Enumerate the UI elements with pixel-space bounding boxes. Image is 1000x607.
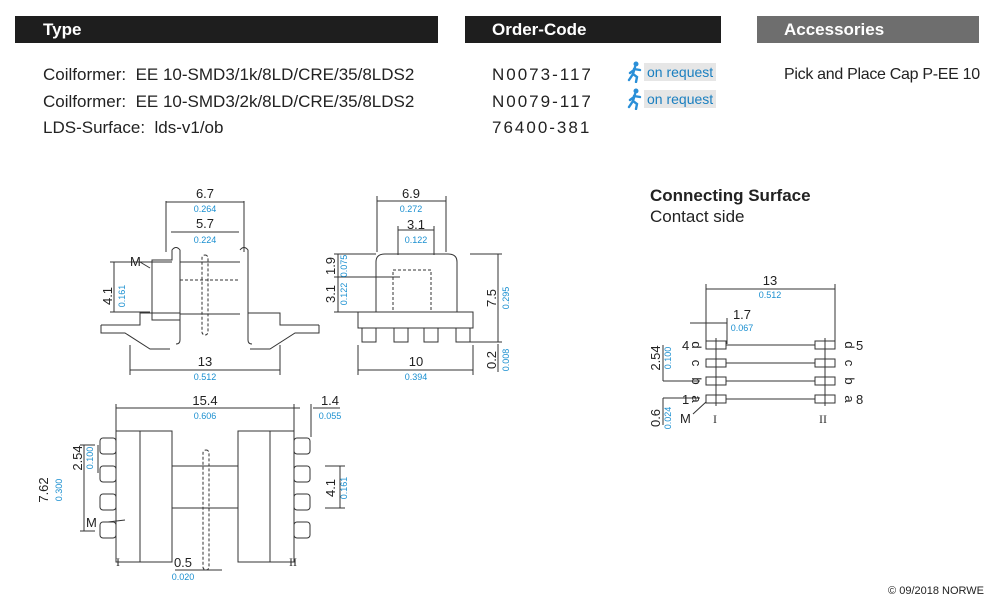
cs-label-a-right: a: [842, 395, 857, 403]
accessories-header-label: Accessories: [784, 20, 885, 39]
front-dim-10-inch: 0.394: [405, 372, 428, 382]
top-dim-7-62-inch: 0.300: [54, 479, 64, 502]
cs-dim-13: 13: [763, 273, 777, 288]
top-dim-0-5: 0.5: [174, 555, 192, 570]
front-dim-6-9-inch: 0.272: [400, 204, 423, 214]
cs-label-4: 4: [682, 338, 689, 353]
top-view-drawing: [80, 404, 345, 571]
top-dim-1-4: 1.4: [321, 393, 339, 408]
top-dim-4-1-inch: 0.161: [339, 477, 349, 500]
side-dim-6-7: 6.7: [196, 186, 214, 201]
order-code-3: 76400-381: [492, 118, 592, 137]
front-dim-3-1-top-inch: 0.122: [405, 235, 428, 245]
front-dim-0-2-inch: 0.008: [501, 349, 511, 372]
cs-dim-2-54-inch: 0.100: [663, 347, 673, 370]
running-person-icon: [627, 88, 642, 110]
cs-dim-2-54: 2.54: [648, 345, 663, 370]
side-dim-13: 13: [198, 354, 212, 369]
order-code-2: N0079-117: [492, 92, 593, 111]
top-dim-7-62: 7.62: [36, 477, 51, 502]
order-code-header: Order-Code: [465, 16, 721, 43]
front-dim-3-1-top: 3.1: [407, 217, 425, 232]
product-type-3: LDS-Surface: lds-v1/ob: [43, 118, 224, 137]
cs-label-a-left: a: [689, 395, 704, 403]
connecting-surface-title: Connecting Surface: [650, 186, 811, 205]
front-dim-0-2: 0.2: [484, 351, 499, 369]
cs-dim-13-inch: 0.512: [759, 290, 782, 300]
cs-dim-1-7: 1.7: [733, 307, 751, 322]
connecting-surface-drawing: [662, 284, 836, 425]
front-dim-1-9: 1.9: [323, 257, 338, 275]
side-dim-5-7: 5.7: [196, 216, 214, 231]
top-side-label-1: I: [116, 555, 120, 569]
cs-dim-0-6-inch: 0.024: [663, 407, 673, 430]
cs-label-b-right: b: [842, 377, 857, 384]
on-request-label-1: on request: [644, 63, 717, 81]
top-dim-2-54-inch: 0.100: [85, 447, 95, 470]
connecting-surface-subtitle: Contact side: [650, 207, 745, 226]
cs-label-1: 1: [682, 392, 689, 407]
cs-label-d-right: d: [842, 341, 857, 348]
front-dim-3-1-side-inch: 0.122: [339, 283, 349, 306]
cs-dim-0-6: 0.6: [648, 409, 663, 427]
side-dim-13-inch: 0.512: [194, 372, 217, 382]
on-request-link-1[interactable]: on request: [626, 61, 717, 83]
cs-label-5: 5: [856, 338, 863, 353]
cs-side-label-1: I: [713, 412, 717, 426]
front-dim-6-9: 6.9: [402, 186, 420, 201]
type-header: Type: [15, 16, 438, 43]
top-dim-15-4: 15.4: [192, 393, 217, 408]
cs-label-8: 8: [856, 392, 863, 407]
accessory-item[interactable]: Pick and Place Cap P-EE 10: [784, 66, 980, 83]
front-dim-3-1-side: 3.1: [323, 285, 338, 303]
order-code-1: N0073-117: [492, 65, 593, 84]
order-code-header-label: Order-Code: [492, 20, 587, 39]
side-dim-5-7-inch: 0.224: [194, 235, 217, 245]
front-dim-1-9-inch: 0.075: [339, 255, 349, 278]
side-marker-m: M: [130, 254, 141, 269]
on-request-link-2[interactable]: on request: [626, 88, 717, 110]
cs-marker-m: M: [680, 411, 691, 426]
top-side-label-2: II: [289, 555, 297, 569]
front-dim-7-5: 7.5: [484, 289, 499, 307]
cs-side-label-2: II: [819, 412, 827, 426]
side-dim-4-1: 4.1: [100, 287, 115, 305]
cs-label-d-left: d: [689, 341, 704, 348]
running-person-icon: [627, 61, 642, 83]
cs-label-b-left: b: [689, 377, 704, 384]
accessories-header: Accessories: [757, 16, 979, 43]
top-dim-4-1: 4.1: [323, 479, 338, 497]
product-type-2: Coilformer: EE 10-SMD3/2k/8LD/CRE/35/8LD…: [43, 92, 415, 111]
side-view-drawing: [100, 201, 320, 375]
front-dim-7-5-inch: 0.295: [501, 287, 511, 310]
side-dim-6-7-inch: 0.264: [194, 204, 217, 214]
top-dim-2-54: 2.54: [70, 445, 85, 470]
product-type-1: Coilformer: EE 10-SMD3/1k/8LD/CRE/35/8LD…: [43, 65, 415, 84]
cs-label-c-left: c: [689, 360, 704, 367]
top-dim-15-4-inch: 0.606: [194, 411, 217, 421]
side-dim-4-1-inch: 0.161: [117, 285, 127, 308]
front-view-drawing: [334, 196, 502, 375]
cs-label-c-right: c: [842, 360, 857, 367]
top-dim-1-4-inch: 0.055: [319, 411, 342, 421]
type-header-label: Type: [43, 20, 82, 39]
top-marker-m: M: [86, 515, 97, 530]
top-dim-0-5-inch: 0.020: [172, 572, 195, 582]
front-dim-10: 10: [409, 354, 423, 369]
on-request-label-2: on request: [644, 90, 717, 108]
cs-dim-1-7-inch: 0.067: [731, 323, 754, 333]
copyright-footer: © 09/2018 NORWE: [888, 585, 984, 597]
